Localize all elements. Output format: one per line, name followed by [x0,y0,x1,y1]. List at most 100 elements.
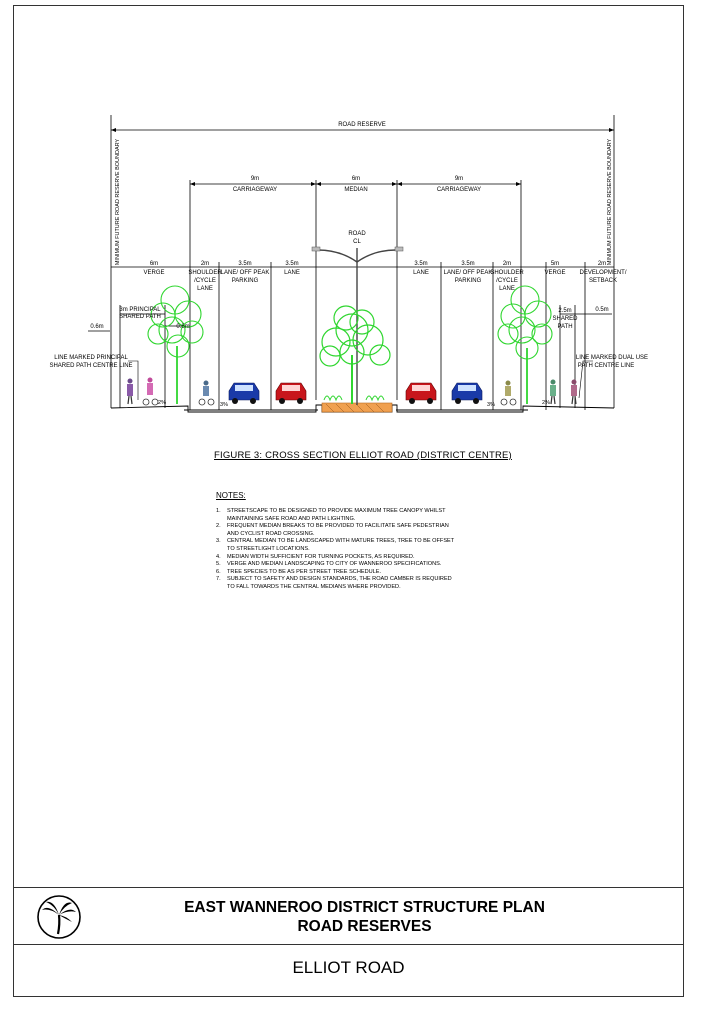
label-verge-right-dim: 5m [551,261,559,267]
drawing-sheet [13,5,684,887]
title-block-header: EAST WANNEROO DISTRICT STRUCTURE PLAN RO… [14,888,683,945]
label-fall-1: 2% [158,400,166,406]
lamp-right-icon [394,246,404,252]
verge-tree-right-icon [497,285,553,404]
label-verge-right: VERGE [544,270,565,276]
dimension-arrows [111,128,614,186]
label-shoulder-right-2: /CYCLE [496,278,518,284]
label-median: MEDIAN [344,187,367,193]
title-line-1: EAST WANNEROO DISTRICT STRUCTURE PLAN [184,899,545,916]
label-parking-left-1: LANE/ OFF PEAK [221,270,270,276]
car-red-right-icon [405,382,437,404]
label-boundary-left: MINIMUM FUTURE ROAD RESERVE BOUNDARY [115,139,121,266]
label-parking-left-2: PARKING [232,278,259,284]
dimension-lines [88,115,615,410]
note-number: 2. [216,523,221,530]
label-lane-left: LANE [284,270,300,276]
median-tree-icon [319,305,391,404]
car-blue-right-icon [451,382,483,404]
label-shoulder-right-1: SHOULDER [490,270,524,276]
note-item: 5. VERGE AND MEDIAN LANDSCAPING TO CITY O… [216,561,456,569]
label-shoulder-right-3: LANE [499,286,515,292]
label-setback-2: SETBACK [589,278,617,284]
note-item: 1.STREETSCAPE TO BE DESIGNED TO PROVIDE … [216,508,456,523]
label-lane-right: LANE [413,270,429,276]
label-path-left-offset: 0.6m [90,324,103,330]
note-number: 7. [216,576,221,583]
note-item: 2. FREQUENT MEDIAN BREAKS TO BE PROVIDED … [216,523,456,538]
note-number: 1. [216,508,221,514]
title-block: EAST WANNEROO DISTRICT STRUCTURE PLAN RO… [13,887,684,997]
car-blue-left-icon [228,382,260,404]
label-shoulder-left-3: LANE [197,286,213,292]
label-fall-4: 2% [542,400,550,406]
label-verge-left: VERGE [143,270,164,276]
label-carriageway-left: CARRIAGEWAY [233,187,277,193]
label-setback-1: DEVELOPMENT/ [579,270,626,276]
label-shoulder-left-1: SHOULDER [188,270,222,276]
street-light [317,248,397,405]
label-path-right-width-2: SHARED [552,316,578,322]
palm-tree-logo-icon [37,895,81,939]
note-number: 4. [216,553,221,560]
note-text: SUBJECT TO SAFETY AND DESIGN STANDARDS, … [227,576,452,590]
note-item: 7. SUBJECT TO SAFETY AND DESIGN STANDARDS… [216,576,456,591]
label-verge-left-dim: 6m [150,261,158,267]
label-boundary-right: MINIMUM FUTURE ROAD RESERVE BOUNDARY [607,139,613,266]
note-number: 5. [216,561,221,568]
label-shoulder-left-dim: 2m [201,261,209,267]
note-item: 6. TREE SPECIES TO BE AS PER STREET TREE … [216,569,456,577]
boundary-labels: MINIMUM FUTURE ROAD RESERVE BOUNDARY MIN… [115,139,613,266]
notes-list: 1.STREETSCAPE TO BE DESIGNED TO PROVIDE … [216,508,456,592]
note-number: 6. [216,568,221,575]
label-fall-2: 3% [220,402,228,408]
label-path-left-note-2: SHARED PATH CENTRE LINE [49,363,132,369]
label-lane-left-dim: 3.5m [285,261,298,267]
note-number: 3. [216,538,221,545]
label-parking-left-dim: 3.5m [238,261,251,267]
pedestrian-icons [127,377,577,406]
label-road-cl-1: ROAD [348,231,366,237]
label-shoulder-right-dim: 2m [503,261,511,267]
label-path-left-width-2: SHARED PATH [119,314,161,320]
label-path-left-note-1: LINE MARKED PRINCIPAL [54,355,128,361]
label-path-right-width-3: PATH [557,324,572,330]
leader-lines [128,360,593,400]
label-road-cl-2: CL [353,239,361,245]
label-shoulder-left-2: /CYCLE [194,278,216,284]
car-red-left-icon [275,382,307,404]
lamp-left-icon [311,246,321,252]
label-path-right-width-1: 2.5m [558,308,571,314]
note-text: TREE SPECIES TO BE AS PER STREET TREE SC… [227,568,382,575]
label-median-dim: 6m [352,176,360,182]
note-text: FREQUENT MEDIAN BREAKS TO BE PROVIDED TO… [227,523,449,537]
label-path-right-offset: 0.5m [595,307,608,313]
label-road-reserve: ROAD RESERVE [338,122,386,128]
diagram-labels: ROAD RESERVE 9m CARRIAGEWAY 6m MEDIAN 9m… [49,122,648,408]
label-fall-3: 3% [487,402,495,408]
label-path-left-tree: 0.6m [176,324,189,330]
title-line-2: ROAD RESERVES [297,918,432,935]
label-parking-right-dim: 3.5m [461,261,474,267]
label-parking-right-1: LANE/ OFF PEAK [444,270,493,276]
figure-title: FIGURE 3: CROSS SECTION ELLIOT ROAD (DIS… [214,450,512,461]
verge-tree-left-icon [147,285,204,404]
title-block-subtitle: ELLIOT ROAD [292,958,405,977]
label-path-right-note-1: LINE MARKED DUAL USE [576,355,648,361]
note-text: CENTRAL MEDIAN TO BE LANDSCAPED WITH MAT… [227,538,455,552]
label-parking-right-2: PARKING [455,278,482,284]
label-path-right-note-2: PATH CENTRE LINE [578,363,634,369]
cross-section-diagram: ROAD RESERVE 9m CARRIAGEWAY 6m MEDIAN 9m… [49,115,648,413]
label-setback-dim: 2m [598,261,606,267]
median-soil-hatch [325,403,385,413]
notes-title: NOTES: [216,491,246,500]
label-carriageway-right: CARRIAGEWAY [437,187,481,193]
label-carriageway-left-dim: 9m [251,176,259,182]
label-carriageway-right-dim: 9m [455,176,463,182]
note-text: MEDIAN WIDTH SUFFICIENT FOR TURNING POCK… [227,553,415,560]
label-lane-right-dim: 3.5m [414,261,427,267]
label-path-left-width-1: 3m PRINCIPAL [119,307,161,313]
note-item: 3. CENTRAL MEDIAN TO BE LANDSCAPED WITH M… [216,538,456,553]
title-block-title: EAST WANNEROO DISTRICT STRUCTURE PLAN RO… [14,898,683,936]
note-text: VERGE AND MEDIAN LANDSCAPING TO CITY OF … [227,561,442,568]
